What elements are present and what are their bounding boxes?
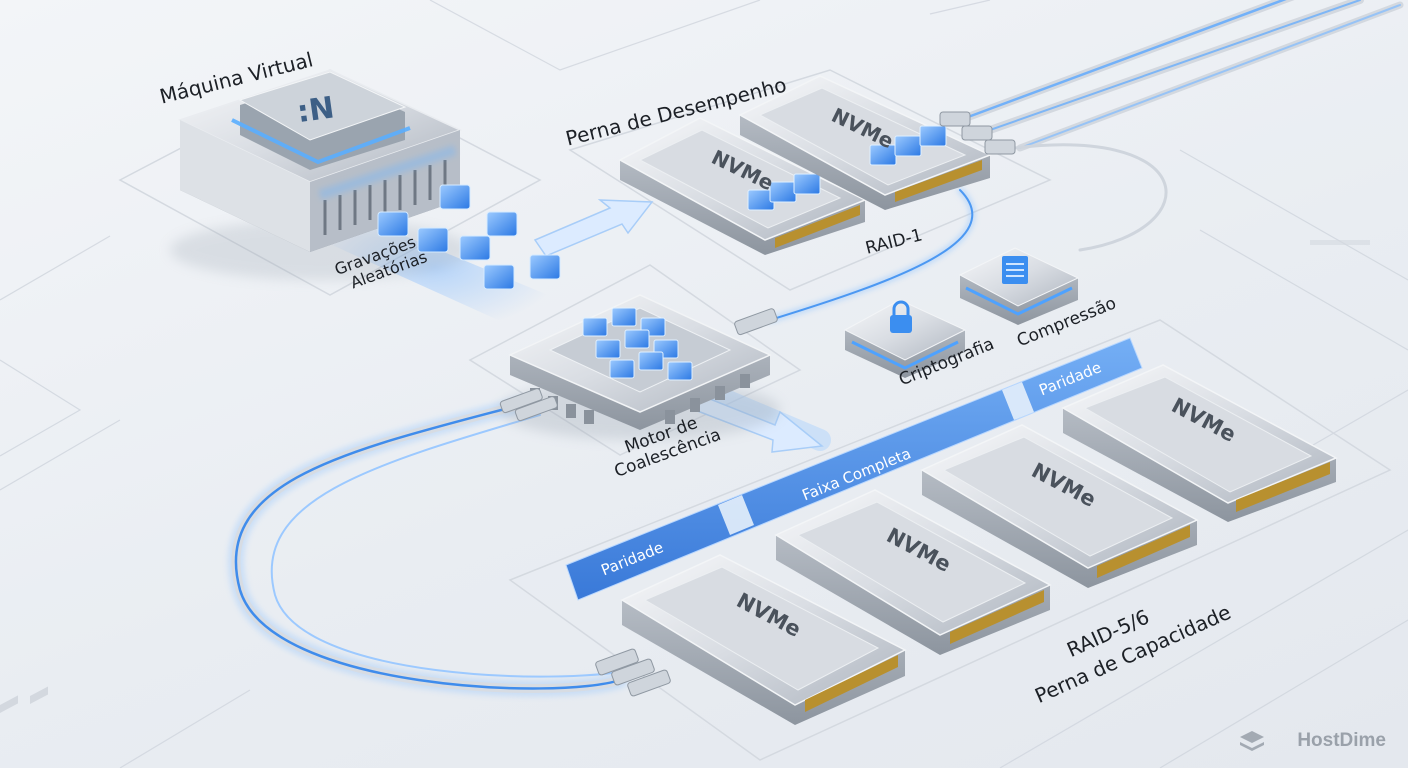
document-stack-icon [958,247,1080,325]
stripe-bar [565,337,1143,601]
hostdime-logo-icon [1240,731,1264,751]
capacity-drive-4 [1061,364,1338,522]
capacity-drive-2 [774,489,1052,655]
random-write-blocks [377,184,561,290]
vm-chip-glyph: :N [295,90,337,130]
capacity-drive-1 [620,554,907,725]
capacity-drive-3 [920,424,1199,588]
capacity-connectors [595,648,671,697]
background-dashes [0,240,1370,713]
fiber-cables [227,0,1404,697]
arrow-to-performance-leg [533,199,654,257]
performance-drive-1 [618,117,867,255]
coalescing-engine-chip-icon [499,294,780,440]
virtual-machine-icon [170,69,470,280]
lock-icon [843,299,967,378]
hostdime-wordmark: HostDime [1297,730,1386,751]
performance-drive-2 [738,75,1016,210]
hostdime-watermark: HostDime [1297,730,1386,752]
